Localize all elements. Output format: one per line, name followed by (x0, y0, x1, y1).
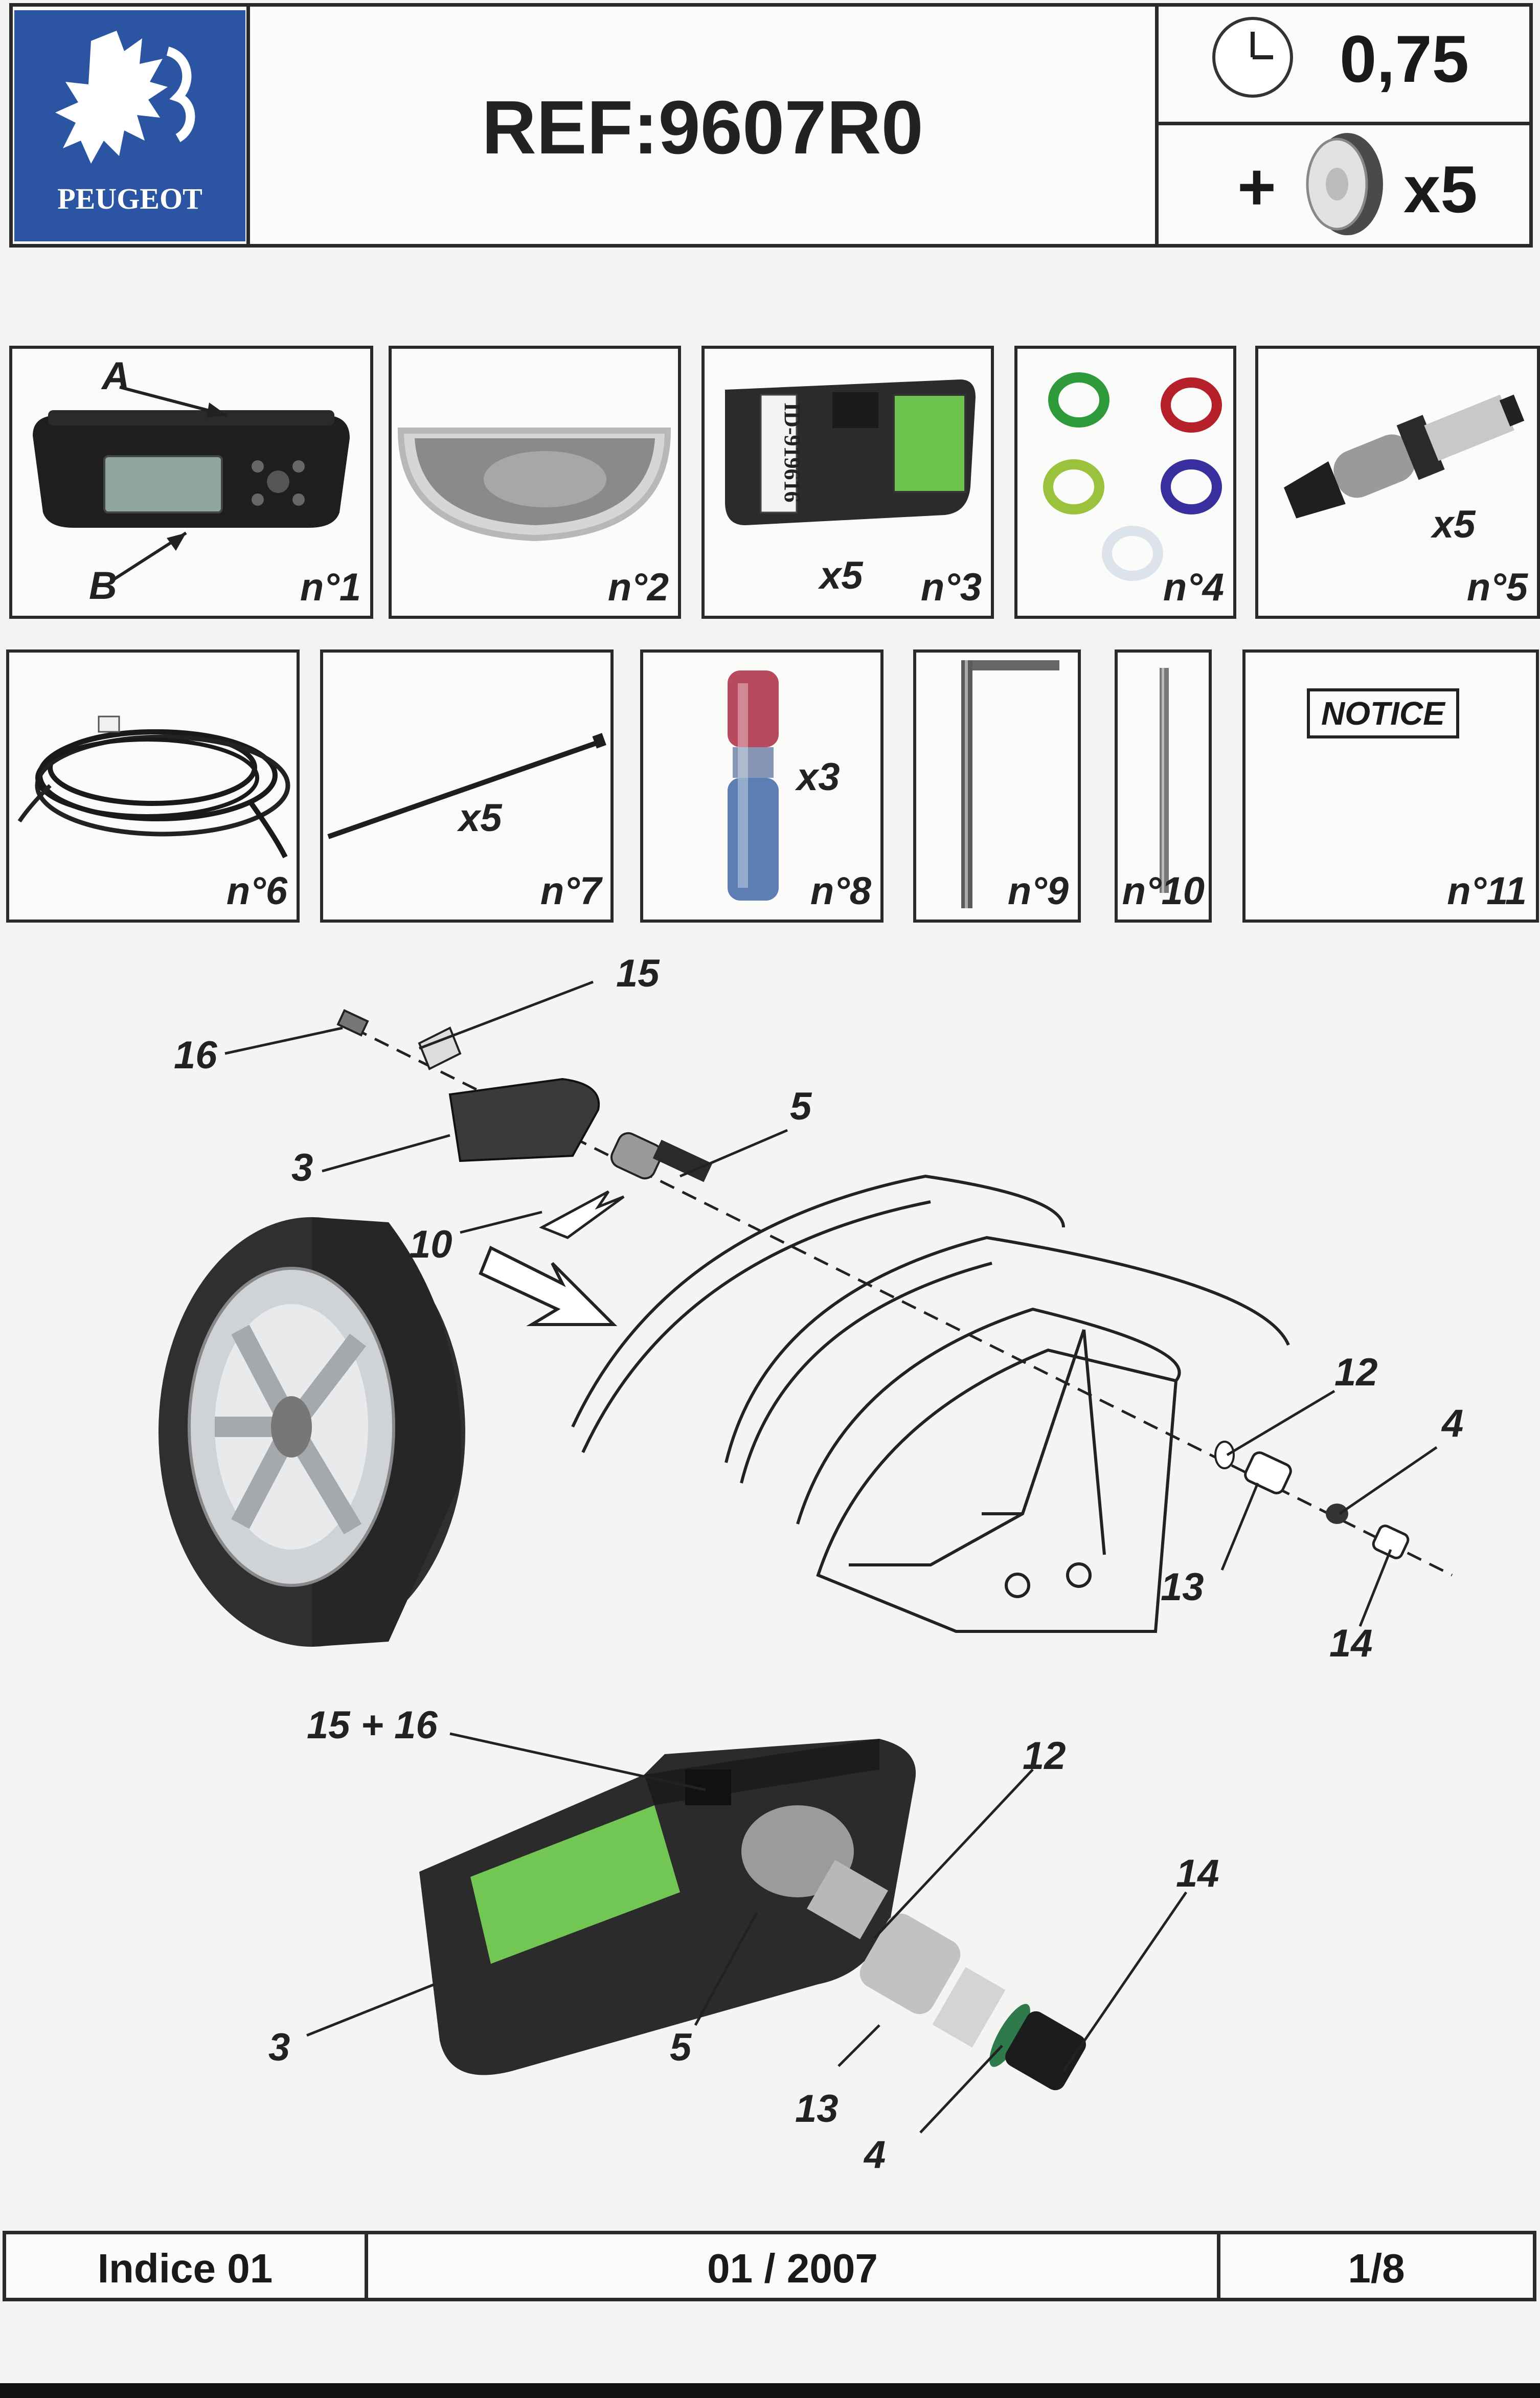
callout-4-assembly: 4 (864, 2133, 886, 2177)
part-box-6: n°6 (6, 649, 300, 923)
part-label-1: n°1 (300, 566, 361, 609)
part-box-7: x5 n°7 (320, 649, 614, 923)
color-ring (1161, 377, 1222, 433)
footer-frame (3, 2231, 1536, 2301)
part-label-6: n°6 (226, 869, 287, 913)
callout-16: 16 (174, 1034, 217, 1077)
callout-10: 10 (409, 1223, 452, 1266)
part-label-2: n°2 (607, 566, 669, 609)
reference-title: REF:9607R0 (482, 85, 923, 170)
adhesive-pad-image (397, 428, 671, 542)
callout-12: 12 (1334, 1351, 1378, 1394)
callout-15: 15 (616, 952, 660, 995)
pin-tool-image (1160, 668, 1169, 893)
callout-3-assembly: 3 (268, 2026, 290, 2069)
footer-page: 1/8 (1348, 2246, 1405, 2291)
part-box-1: A B n°1 (9, 346, 373, 619)
header-divider-mid (1155, 122, 1533, 125)
part-box-4: n°4 (1014, 346, 1236, 619)
color-ring (1161, 459, 1222, 514)
callout-13: 13 (1161, 1565, 1204, 1609)
color-rings-image (1043, 372, 1222, 581)
assembly-axis (352, 1026, 1453, 1577)
part-box-3: ID-919616 x5 n°3 (701, 346, 994, 619)
bottom-strip (0, 2383, 1540, 2398)
part-count-8: x3 (797, 755, 840, 799)
part-count-5: x5 (1432, 503, 1476, 546)
part-box-8: x3 n°8 (640, 649, 884, 923)
part-count-7: x5 (459, 796, 502, 840)
insert-arrow (479, 1190, 625, 1326)
part-label-5: n°5 (1466, 566, 1528, 609)
sensor-id-text: ID-919616 (780, 402, 805, 503)
plus-sign: + (1237, 149, 1276, 224)
part-box-9: n°9 (913, 649, 1081, 923)
notice-badge: NOTICE (1307, 688, 1459, 738)
cable-tie-image (327, 733, 606, 839)
time-value: 0,75 (1340, 21, 1469, 96)
callout-15-16: 15 + 16 (307, 1704, 438, 1747)
part-count-3: x5 (820, 554, 863, 597)
callout-12-assembly: 12 (1023, 1734, 1066, 1778)
part-label-4: n°4 (1163, 566, 1224, 609)
exploded-parts (336, 1009, 1410, 1559)
header-divider-right (1155, 3, 1159, 248)
callout-3: 3 (291, 1146, 313, 1190)
part-label-9: n°9 (1007, 869, 1069, 913)
part-label-8: n°8 (810, 869, 871, 913)
wheel-count: x5 (1403, 152, 1478, 227)
rim-illustration (571, 1174, 1290, 1633)
callout-14: 14 (1329, 1622, 1373, 1665)
lion-icon (55, 31, 195, 164)
part-label-7: n°7 (540, 869, 601, 913)
footer-date: 01 / 2007 (707, 2246, 878, 2291)
part-box-11: NOTICE n°11 (1242, 649, 1539, 923)
crimp-connector-image (728, 670, 779, 901)
exploded-leaders (224, 980, 1438, 1627)
color-ring (1048, 372, 1109, 428)
marker-a: A (102, 354, 130, 398)
callout-5-assembly: 5 (670, 2026, 692, 2069)
color-ring (1102, 526, 1163, 581)
valve-image (1283, 394, 1525, 519)
callout-13-assembly: 13 (795, 2087, 839, 2131)
brand-name: PEUGEOT (57, 182, 202, 215)
assembly-illustration (419, 1739, 1086, 2091)
footer-divider-2 (1217, 2231, 1220, 2301)
footer-indice: Indice 01 (97, 2246, 273, 2291)
part-box-10: n°10 (1115, 649, 1212, 923)
assembly-leaders (306, 1732, 1188, 2134)
callout-5: 5 (790, 1085, 812, 1128)
hex-key-image (961, 660, 1059, 908)
part-label-3: n°3 (920, 566, 982, 609)
footer-divider-1 (365, 2231, 368, 2301)
brand-logo: PEUGEOT (14, 10, 245, 241)
part-box-2: n°2 (389, 346, 681, 619)
cable-harness-image (17, 715, 290, 859)
part-box-5: x5 n°5 (1255, 346, 1540, 619)
header-divider-left (246, 3, 250, 248)
callout-14-assembly: 14 (1176, 1852, 1219, 1895)
color-ring (1043, 459, 1104, 514)
display-unit-image (33, 386, 350, 580)
tpms-sensor-image: ID-919616 (725, 379, 976, 525)
wheel-illustration (158, 1217, 465, 1647)
marker-b: B (89, 564, 117, 608)
callout-4: 4 (1442, 1402, 1464, 1445)
part-label-11: n°11 (1447, 869, 1527, 913)
part-label-10: n°10 (1122, 869, 1205, 913)
